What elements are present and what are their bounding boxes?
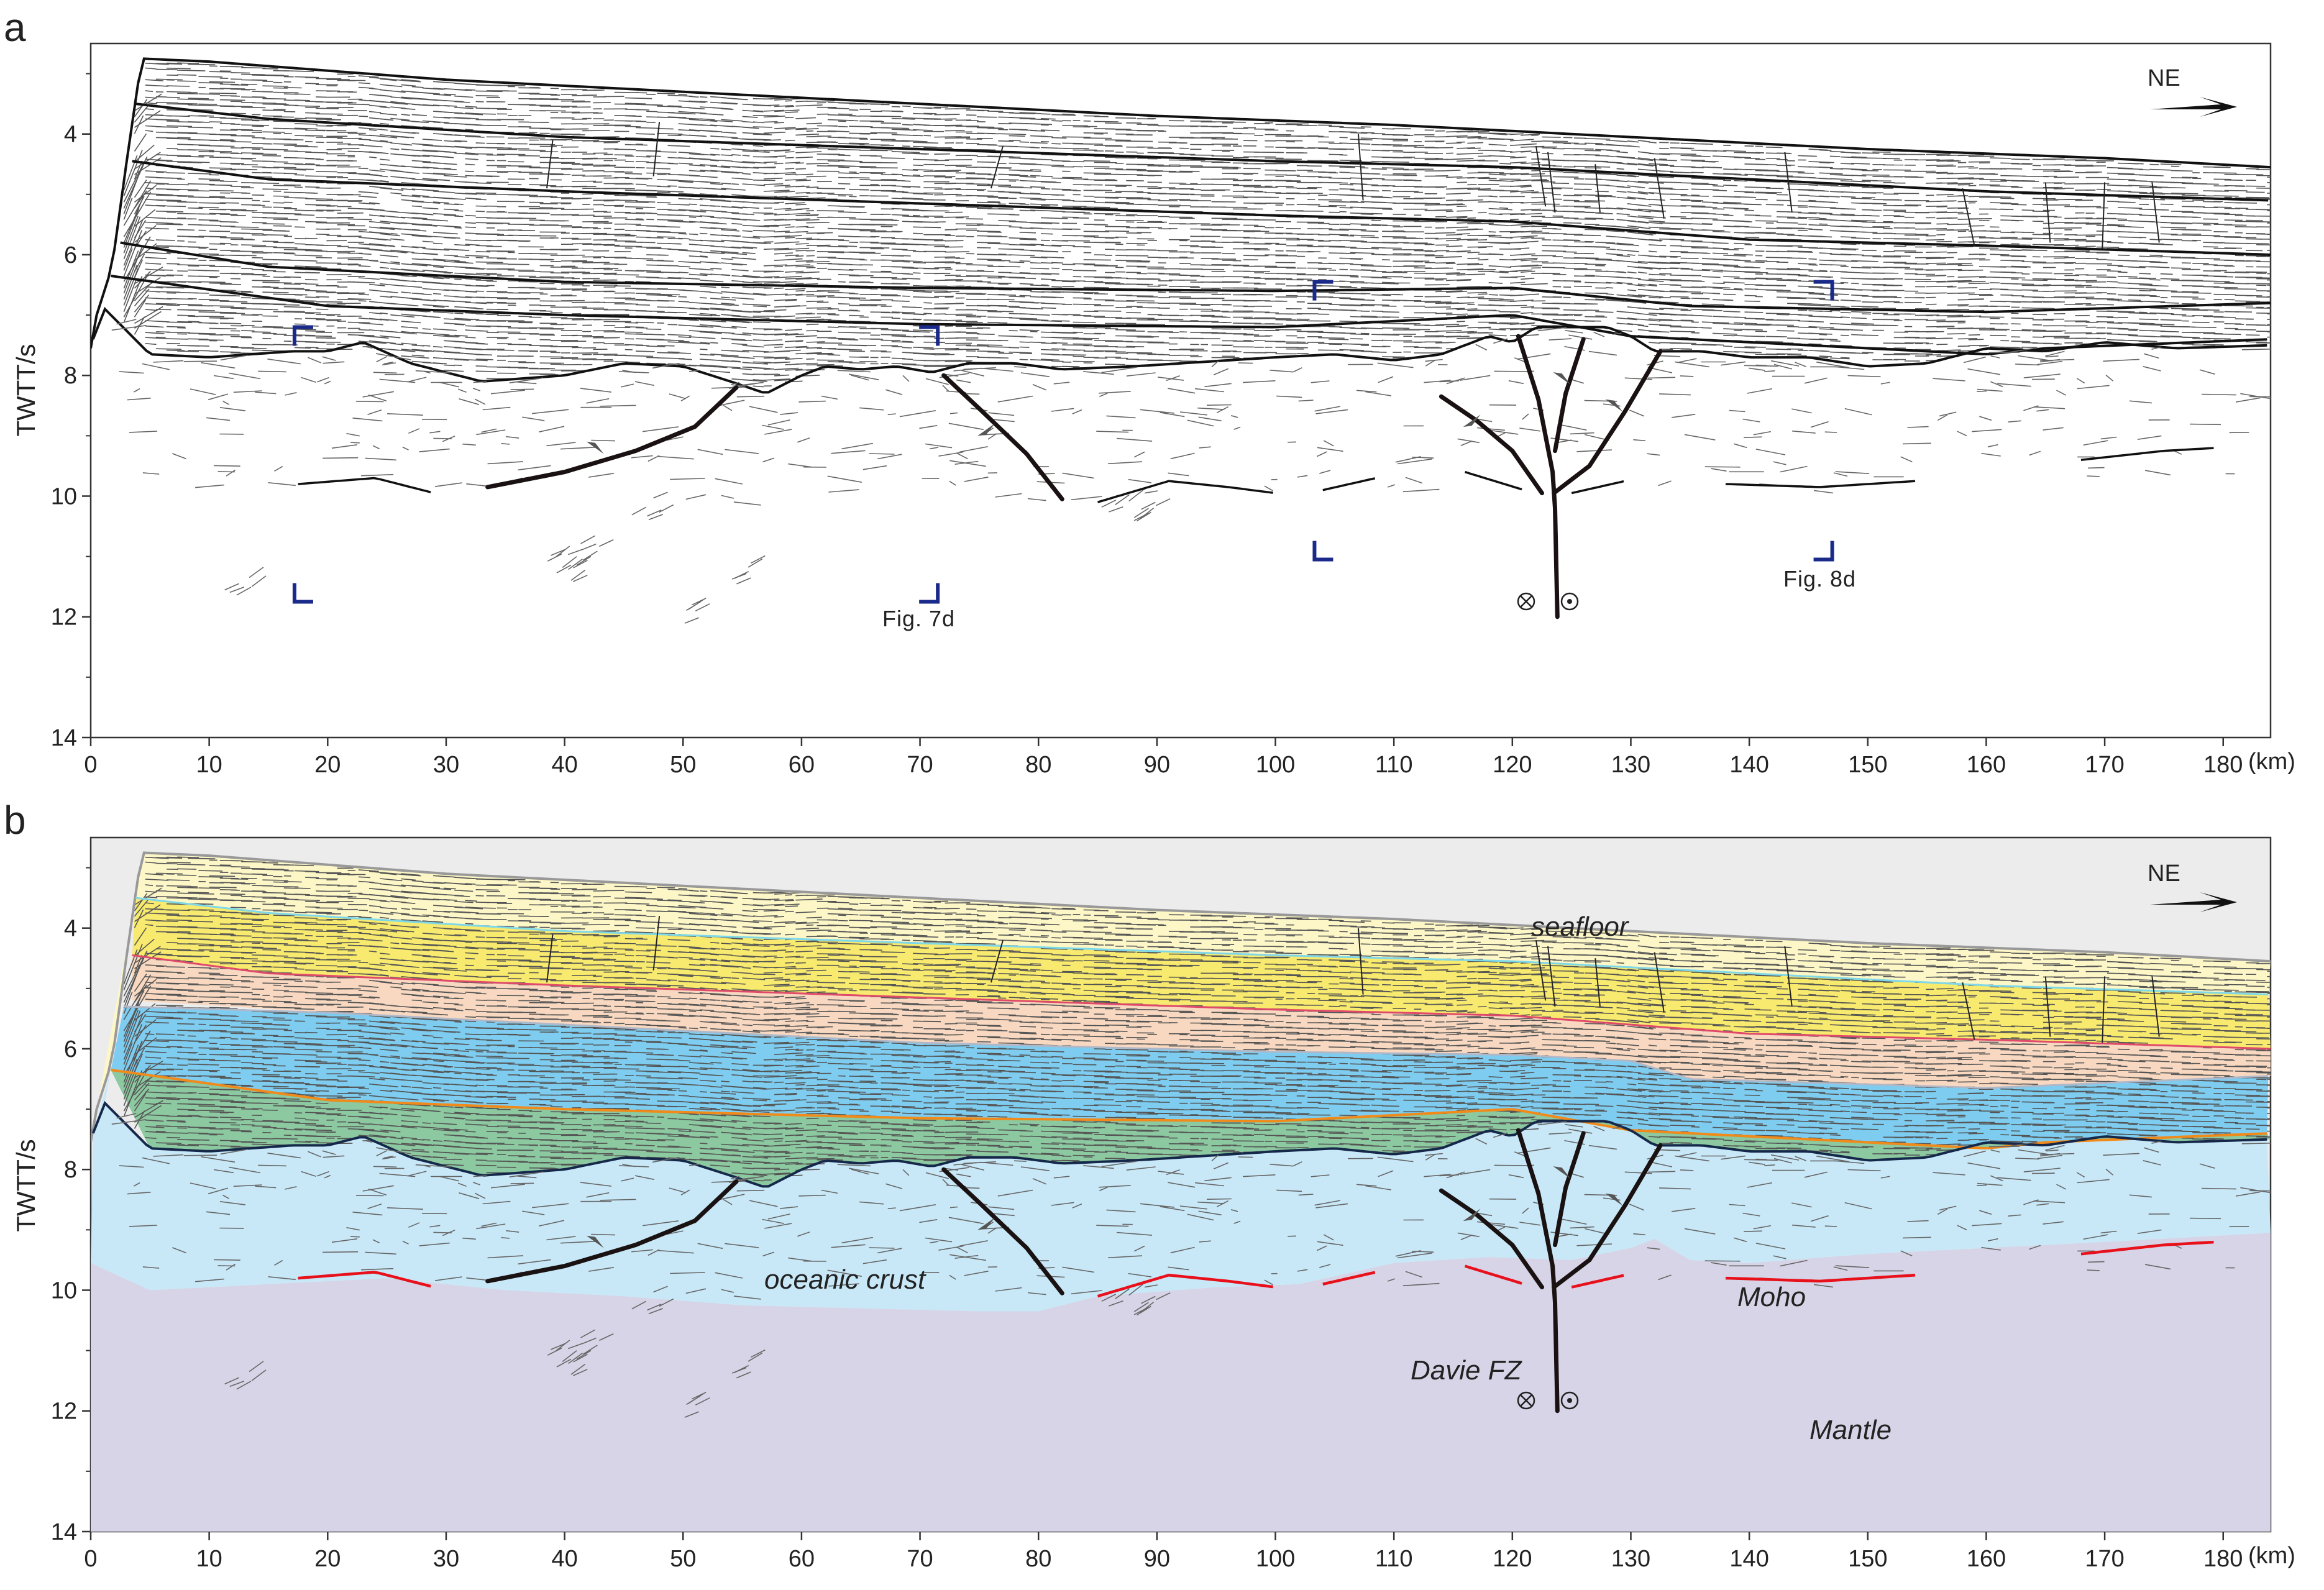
x-tick-label: 10 [196,752,222,778]
panel-b-moho-reflectors [298,1240,2214,1298]
x-tick-label: 50 [670,1546,696,1572]
panel-a-figure-brackets [292,280,1834,604]
panel-a-horizons [91,57,2271,394]
panel-letter-a: a [4,5,26,50]
x-tick-label: 180 [2203,1546,2243,1572]
x-tick-label: 20 [314,1546,341,1572]
x-tick-label: 40 [551,1546,577,1572]
davie-fz-label: Davie FZ [1411,1355,1523,1386]
x-tick-label: 140 [1729,752,1768,778]
strike-slip-symbols [1517,592,1579,611]
arrow-right-icon [2150,892,2237,912]
mantle-label: Mantle [1809,1415,1892,1445]
y-tick-label: 8 [64,1157,77,1183]
y-axis-label-a: TWTT/s [11,344,40,436]
x-tick-label: 30 [433,752,459,778]
x-tick-label: 140 [1729,1546,1768,1572]
x-unit-b: (km) [2248,1543,2295,1569]
x-tick-label: 170 [2085,752,2124,778]
x-tick-label: 10 [196,1546,222,1572]
x-tick-label: 80 [1025,752,1051,778]
ne-label-b: NE [2148,861,2180,887]
x-tick-label: 90 [1144,1546,1170,1572]
panel-b-horizons [91,851,2271,1188]
x-tick-label: 100 [1256,1546,1295,1572]
fig-8d-label: Fig. 8d [1783,566,1856,592]
panel-b-x-axis: 0 10 20 30 40 50 60 70 80 90 100 110 120 130 140 150 160… [84,1532,2243,1572]
y-tick-label: 4 [64,122,77,148]
x-tick-label: 120 [1493,1546,1532,1572]
y-tick-label: 6 [64,1036,77,1062]
y-tick-label: 10 [51,1277,77,1304]
x-tick-label: 40 [551,752,577,778]
ne-label-a: NE [2148,65,2180,91]
x-tick-label: 130 [1611,1546,1650,1572]
panel-b-basement-reflectors [111,1113,2271,1418]
x-tick-label: 90 [1144,752,1170,778]
y-tick-label: 14 [51,725,77,751]
x-tick-label: 60 [789,1546,815,1572]
x-tick-label: 110 [1375,752,1413,778]
y-tick-label: 6 [64,242,77,268]
panel-letter-b: b [4,798,26,843]
y-tick-label: 14 [51,1519,77,1545]
x-tick-label: 130 [1611,752,1650,778]
panel-a-x-axis: 0 10 20 30 40 50 60 70 80 90 100 110 120 130 140 150 160… [84,738,2243,778]
panel-b-y-axis: 4 6 8 10 12 14 [51,867,91,1545]
x-tick-label: 70 [907,752,933,778]
panel-b-faults [485,1128,1663,1414]
x-tick-label: 150 [1848,752,1887,778]
x-tick-label: 20 [314,752,341,778]
arrow-right-icon [2150,97,2237,117]
y-tick-label: 10 [51,483,77,509]
x-tick-label: 0 [84,1546,97,1572]
moho-label: Moho [1737,1282,1806,1312]
ne-arrow-b: NE [2148,861,2237,912]
x-tick-label: 110 [1375,1546,1413,1572]
y-tick-label: 12 [51,1399,77,1425]
x-unit-a: (km) [2248,749,2295,775]
x-tick-label: 150 [1848,1546,1887,1572]
panel-b: b seafloor oceanic crust Moho Davie FZ M… [4,798,2295,1572]
panel-a-y-axis: 4 6 8 10 12 14 [51,73,91,751]
x-tick-label: 170 [2085,1546,2124,1572]
x-tick-label: 180 [2203,752,2243,778]
x-tick-label: 60 [789,752,815,778]
panel-b-colored-layers [91,852,2271,1532]
oceanic-crust-label: oceanic crust [764,1264,926,1295]
x-tick-label: 70 [907,1546,933,1572]
panel-a-faults [485,334,1663,619]
y-tick-label: 12 [51,605,77,631]
x-tick-label: 100 [1256,752,1295,778]
x-tick-label: 120 [1493,752,1532,778]
x-tick-label: 0 [84,752,97,778]
strike-slip-symbols-b [1517,1391,1579,1410]
x-tick-label: 160 [1967,1546,2006,1572]
y-tick-label: 4 [64,916,77,942]
fig-7d-label: Fig. 7d [882,606,955,631]
ne-arrow-a: NE [2148,65,2237,117]
x-tick-label: 30 [433,1546,459,1572]
y-axis-label-b: TWTT/s [11,1139,40,1231]
y-tick-label: 8 [64,363,77,389]
seafloor-label: seafloor [1531,912,1630,942]
x-tick-label: 50 [670,752,696,778]
panel-a: a Fig. 7d Fig. 8d NE TWTT/s 0 10 20 30 40 50 6… [4,5,2295,778]
x-tick-label: 80 [1025,1546,1051,1572]
x-tick-label: 160 [1967,752,2006,778]
